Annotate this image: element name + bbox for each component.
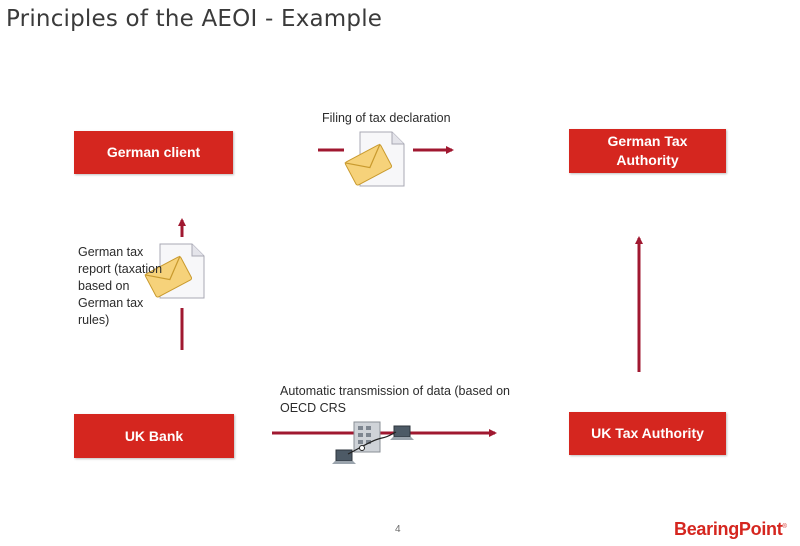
- uk-bank-box: UK Bank: [74, 414, 234, 458]
- envelope-document-icon: [344, 131, 405, 187]
- network-transmission-icon: [332, 421, 414, 464]
- german-tax-report-label: German tax report (taxation based on Ger…: [78, 245, 163, 327]
- page-number: 4: [395, 524, 401, 535]
- automatic-transmission-label: Automatic transmission of data (based on…: [280, 384, 510, 415]
- logo-text: BearingPoint: [674, 519, 783, 539]
- filing-label: Filing of tax declaration: [322, 111, 451, 125]
- bearingpoint-logo: BearingPoint®: [674, 519, 787, 540]
- uk-tax-authority-box: UK Tax Authority: [569, 412, 726, 455]
- german-client-label: German client: [106, 144, 201, 160]
- slide-title: Principles of the AEOI - Example: [6, 6, 383, 32]
- registered-mark: ®: [782, 524, 787, 530]
- uk-bank-label: UK Bank: [124, 427, 184, 444]
- german-client-box: German client: [74, 131, 233, 174]
- german-tax-authority-box: German Tax Authority: [569, 129, 726, 173]
- german-tax-authority-label: German Tax Authority: [607, 133, 688, 168]
- envelope-document-icon: [144, 243, 205, 299]
- uk-tax-authority-label: UK Tax Authority: [591, 425, 704, 441]
